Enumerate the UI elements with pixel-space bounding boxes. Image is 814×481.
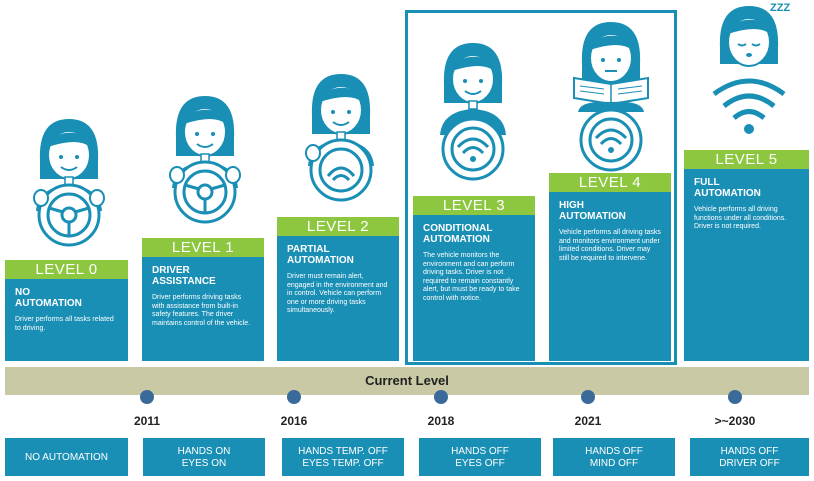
mode-line: EYES ON [181,457,227,469]
current-level-highlight [405,10,677,365]
mode-box-2: HANDS TEMP. OFF EYES TEMP. OFF [282,438,404,476]
year-label-2021: 2021 [574,414,602,428]
level-5-heading: LEVEL 5 [684,150,809,169]
level-1-heading: LEVEL 1 [142,238,264,257]
mode-line: HANDS OFF [451,445,509,457]
level-3-card: LEVEL 3 CONDITIONAL AUTOMATION The vehic… [413,196,535,361]
driver-one-hand-wheel-illustration [305,74,374,202]
timeline-dot [434,390,448,404]
level-3-heading: LEVEL 3 [413,196,535,215]
year-label-2016: 2016 [280,414,308,428]
mode-line: DRIVER OFF [719,457,780,469]
level-3-body: CONDITIONAL AUTOMATION The vehicle monit… [413,215,535,361]
level-5-description: Vehicle performs all driving functions u… [694,206,787,231]
level-1-description: Driver performs driving tasks with assis… [152,294,251,327]
current-level-label: Current Level [365,373,449,388]
mode-box-5: HANDS OFF DRIVER OFF [690,438,809,476]
level-3-description: The vehicle monitors the environment and… [423,252,520,302]
mode-line: EYES OFF [455,457,505,469]
mode-box-0: NO AUTOMATION [5,438,128,476]
level-2-title: PARTIAL AUTOMATION [287,244,354,266]
level-2-description: Driver must remain alert, engaged in the… [287,273,388,315]
level-2-heading: LEVEL 2 [277,217,399,236]
level-4-card: LEVEL 4 HIGH AUTOMATION Vehicle performs… [549,173,671,361]
mode-line: HANDS OFF [585,445,643,457]
timeline-dot [581,390,595,404]
level-0-body: NO AUTOMATION Driver performs all tasks … [5,279,128,361]
mode-line: HANDS ON [177,445,231,457]
mode-line: HANDS OFF [720,445,779,457]
level-5-title: FULL AUTOMATION [694,177,761,199]
timeline-dot [140,390,154,404]
mode-line: EYES TEMP. OFF [302,457,384,469]
driver-reading-illustration [573,22,649,172]
level-5-body: FULL AUTOMATION Vehicle performs all dri… [684,169,809,361]
driver-assisted-wheel-illustration [169,96,241,224]
level-4-heading: LEVEL 4 [549,173,671,192]
level-1-body: DRIVER ASSISTANCE Driver performs drivin… [142,257,264,361]
mode-box-1: HANDS ON EYES ON [143,438,265,476]
sleep-zzz-text: ZZZ [770,2,791,14]
current-level-bar: Current Level [5,367,809,395]
mode-line: HANDS TEMP. OFF [298,445,388,457]
level-0-card: LEVEL 0 NO AUTOMATION Driver performs al… [5,260,128,361]
level-4-title: HIGH AUTOMATION [559,200,626,222]
level-2-card: LEVEL 2 PARTIAL AUTOMATION Driver must r… [277,217,399,361]
level-0-heading: LEVEL 0 [5,260,128,279]
level-4-description: Vehicle performs all driving tasks and m… [559,229,661,262]
timeline-dot [728,390,742,404]
level-2-body: PARTIAL AUTOMATION Driver must remain al… [277,236,399,361]
driver-hands-off-illustration [440,43,506,181]
driver-hands-on-wheel-illustration [33,119,105,247]
level-4-body: HIGH AUTOMATION Vehicle performs all dri… [549,192,671,361]
timeline-dot [287,390,301,404]
year-label-2030: >~2030 [714,414,756,428]
level-1-card: LEVEL 1 DRIVER ASSISTANCE Driver perform… [142,238,264,361]
driver-sleeping-illustration [712,6,786,134]
year-label-2018: 2018 [427,414,455,428]
mode-line: MIND OFF [589,457,639,469]
level-0-description: Driver performs all tasks related to dri… [15,316,114,332]
mode-line: NO AUTOMATION [25,451,108,463]
level-1-title: DRIVER ASSISTANCE [152,265,216,287]
mode-box-3: HANDS OFF EYES OFF [419,438,541,476]
year-label-2011: 2011 [133,414,161,428]
level-0-title: NO AUTOMATION [15,287,82,309]
level-3-title: CONDITIONAL AUTOMATION [423,223,493,245]
mode-box-4: HANDS OFF MIND OFF [553,438,675,476]
level-5-card: LEVEL 5 FULL AUTOMATION Vehicle performs… [684,150,809,361]
